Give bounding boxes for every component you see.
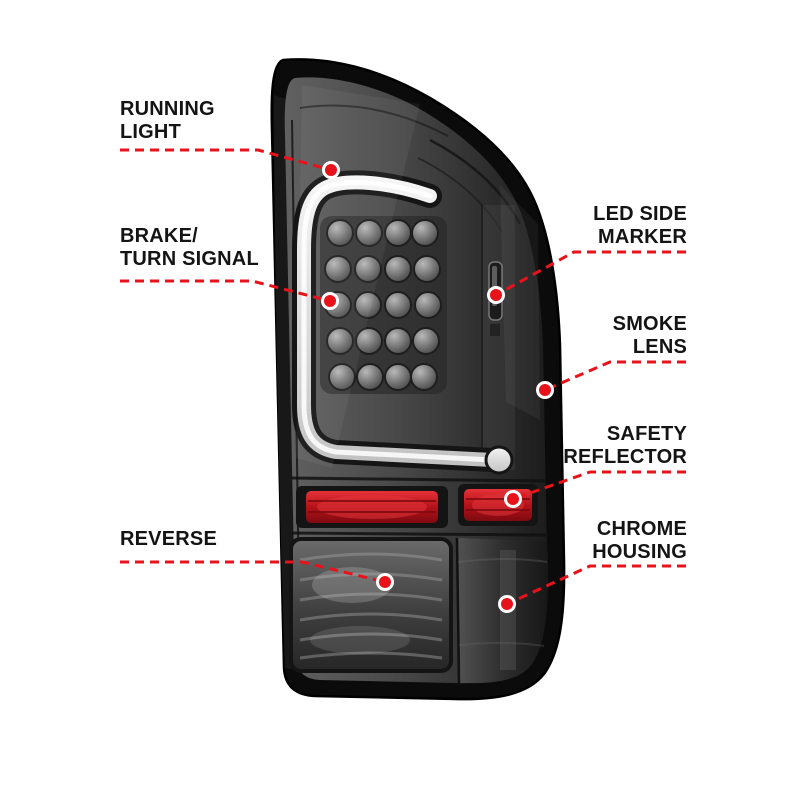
callout-label-brake-turn-signal: BRAKE/ TURN SIGNAL: [120, 225, 259, 270]
callout-label-running-light: RUNNING LIGHT: [120, 98, 215, 143]
callout-line-chrome-housing: [506, 564, 686, 606]
callout-label-smoke-lens: SMOKE LENS: [612, 313, 687, 358]
callout-line-brake-turn-signal: [120, 279, 331, 303]
callout-label-chrome-housing: CHROME HOUSING: [592, 518, 687, 563]
callout-line-reverse: [120, 560, 386, 584]
callout-label-reverse: REVERSE: [120, 528, 217, 550]
reflectors: [296, 484, 538, 528]
lens-contours: [291, 104, 549, 666]
callout-dot-running-light: [322, 161, 340, 179]
brake-led-cluster: [320, 216, 447, 394]
callout-line-safety-reflector: [512, 470, 686, 501]
callout-dot-safety-reflector: [504, 490, 522, 508]
callout-dot-chrome-housing: [498, 595, 516, 613]
callout-dot-brake-turn-signal: [321, 292, 339, 310]
callout-dot-reverse: [376, 573, 394, 591]
callout-dot-smoke-lens: [536, 381, 554, 399]
callout-line-running-light: [120, 148, 332, 172]
callout-line-led-side-marker: [495, 250, 686, 297]
callout-dot-led-side-marker: [487, 286, 505, 304]
reverse-light: [289, 537, 453, 673]
callout-label-safety-reflector: SAFETY REFLECTOR: [563, 423, 687, 468]
running-light-bar: [292, 170, 514, 475]
safety-reflector-left: [296, 486, 448, 528]
lens-sheen: [296, 85, 540, 468]
callout-line-smoke-lens: [544, 360, 686, 392]
callout-label-led-side-marker: LED SIDE MARKER: [593, 203, 687, 248]
